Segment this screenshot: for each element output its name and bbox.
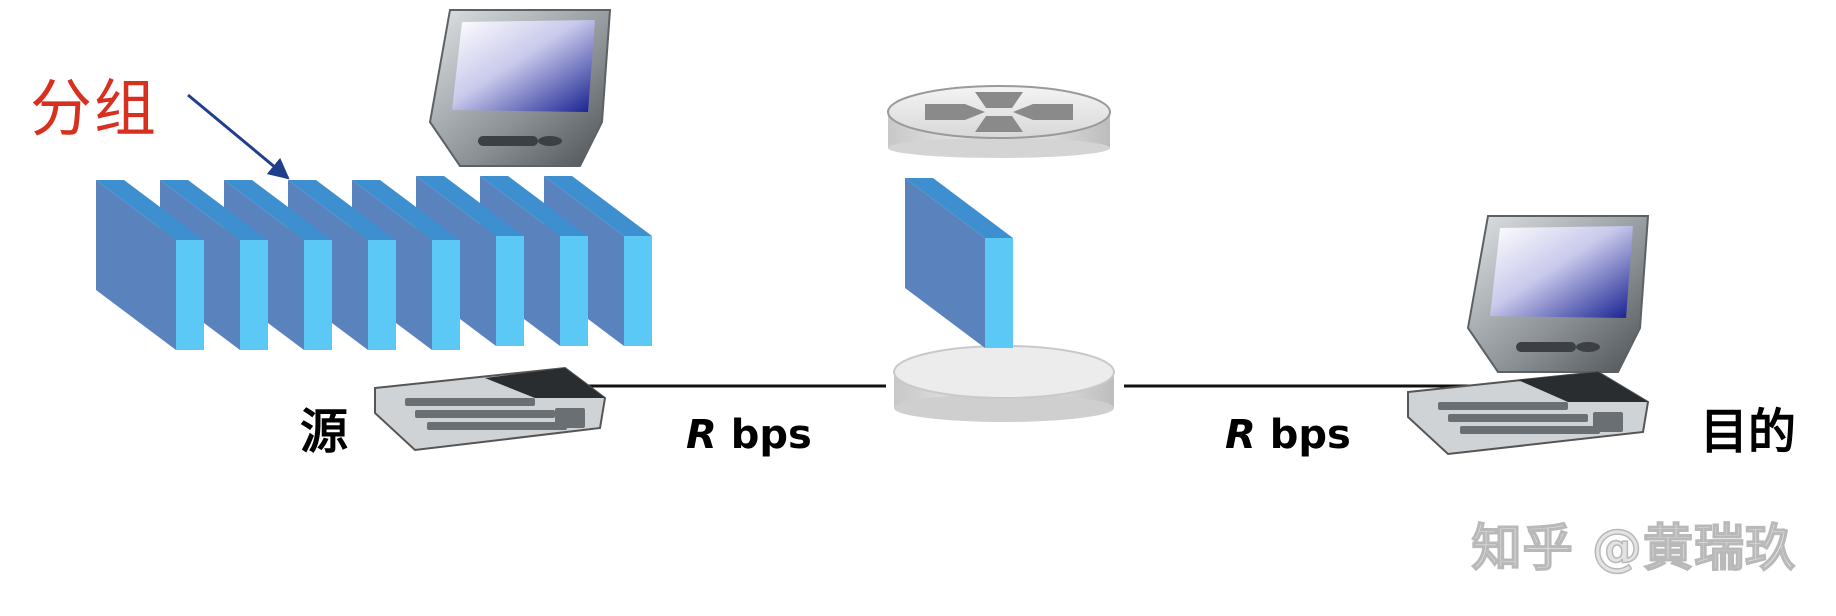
- link2-rate-label: R bps: [1225, 412, 1351, 458]
- source-label: 源: [300, 404, 349, 460]
- packet-queue: [96, 176, 652, 350]
- link1-rate-label: R bps: [686, 412, 812, 458]
- packets-arrow: [187, 93, 290, 180]
- packet-in-switch: [905, 178, 1013, 348]
- packets-label: 分组: [30, 72, 159, 145]
- rate-unit: bps: [716, 412, 812, 458]
- rate-symbol: R: [1225, 412, 1256, 458]
- router-icon: [887, 85, 1115, 422]
- rate-unit: bps: [1255, 412, 1351, 458]
- watermark: 知乎 @黄瑞玖: [1471, 518, 1796, 578]
- rate-symbol: R: [686, 412, 717, 458]
- packet-block: [96, 180, 204, 350]
- desktop-computer-icon: [1407, 215, 1650, 456]
- destination-label: 目的: [1700, 404, 1797, 460]
- packet-block: [905, 178, 1013, 348]
- desktop-computer-icon: [374, 9, 612, 452]
